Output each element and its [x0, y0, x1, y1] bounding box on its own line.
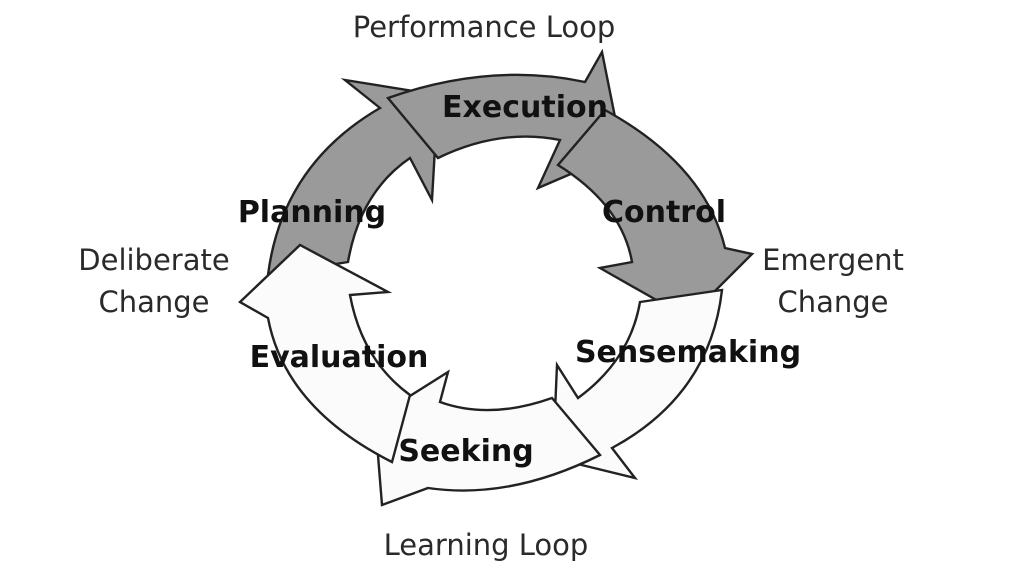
emergent-change-label-line1: Emergent — [762, 243, 904, 277]
execution-arrow — [385, 48, 624, 191]
stage-label-evaluation: Evaluation — [250, 340, 429, 375]
stage-label-execution: Execution — [442, 90, 608, 125]
deliberate-change-label-line2: Change — [98, 285, 209, 319]
performance-loop-arrows — [266, 48, 755, 320]
performance-loop-label: Performance Loop — [353, 10, 616, 44]
deliberate-change-label-line1: Deliberate — [78, 243, 229, 277]
control-arrow — [556, 108, 755, 320]
stage-label-sensemaking: Sensemaking — [575, 335, 801, 370]
planning-arrow — [266, 78, 440, 277]
stage-label-planning: Planning — [238, 195, 386, 230]
sensemaking-arrow — [551, 288, 724, 480]
seeking-arrow — [373, 369, 602, 507]
learning-loop-arrows — [238, 243, 724, 507]
stage-label-control: Control — [602, 195, 726, 230]
learning-loop-label: Learning Loop — [384, 528, 589, 562]
stage-label-seeking: Seeking — [398, 434, 533, 469]
evaluation-arrow — [238, 243, 412, 464]
emergent-change-label-line2: Change — [777, 285, 888, 319]
